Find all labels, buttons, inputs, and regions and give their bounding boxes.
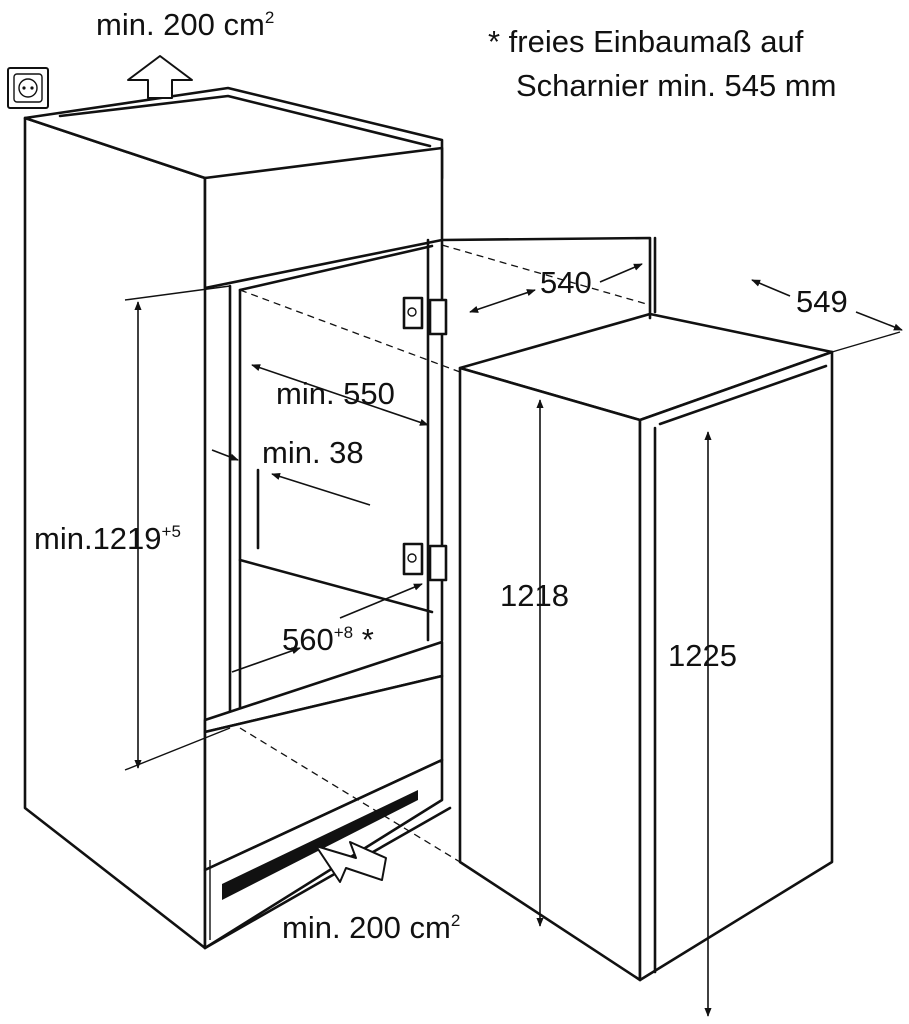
dim-niche-depth-line: [251, 364, 429, 426]
dim-niche-depth-label: min. 550: [276, 376, 395, 411]
vent-bottom-label: min. 200 cm2: [282, 910, 460, 945]
appliance-side: [458, 366, 642, 982]
niche-floor-line: [238, 558, 434, 614]
note-line-2: Scharnier min. 545 mm: [516, 68, 836, 103]
dim-niche-width-line: [339, 583, 423, 619]
airflow-in-arrow-icon: [315, 841, 387, 883]
dim-door-depth-line: [599, 263, 643, 283]
vent-top-label: min. 200 cm2: [96, 7, 274, 42]
dim-niche-height-label: min.1219+5: [34, 521, 181, 556]
dim-wall-gap-label: min. 38: [262, 435, 364, 470]
door-swing: [239, 236, 657, 863]
refrigerator-appliance: [458, 312, 834, 982]
dim-appliance-depth-label: 549: [796, 284, 848, 319]
kitchen-cabinet: [23, 86, 452, 950]
power-socket-icon: [7, 67, 49, 109]
door-hinge-icon: [402, 296, 448, 582]
dim-total-height-label: 1225: [668, 638, 737, 673]
dim-appliance-depth-line: [855, 311, 903, 331]
appliance-front: [638, 350, 834, 982]
dim-body-height-label: 1218: [500, 578, 569, 613]
dim-niche-width-label: 560+8 *: [282, 622, 374, 657]
dim-door-depth-label: 540: [540, 265, 592, 300]
note-line-1: * freies Einbaumaß auf: [488, 24, 804, 59]
airflow-up-arrow-icon: [127, 55, 193, 99]
dim-wall-gap-line: [271, 473, 371, 506]
ventilation-grille: [222, 790, 418, 900]
